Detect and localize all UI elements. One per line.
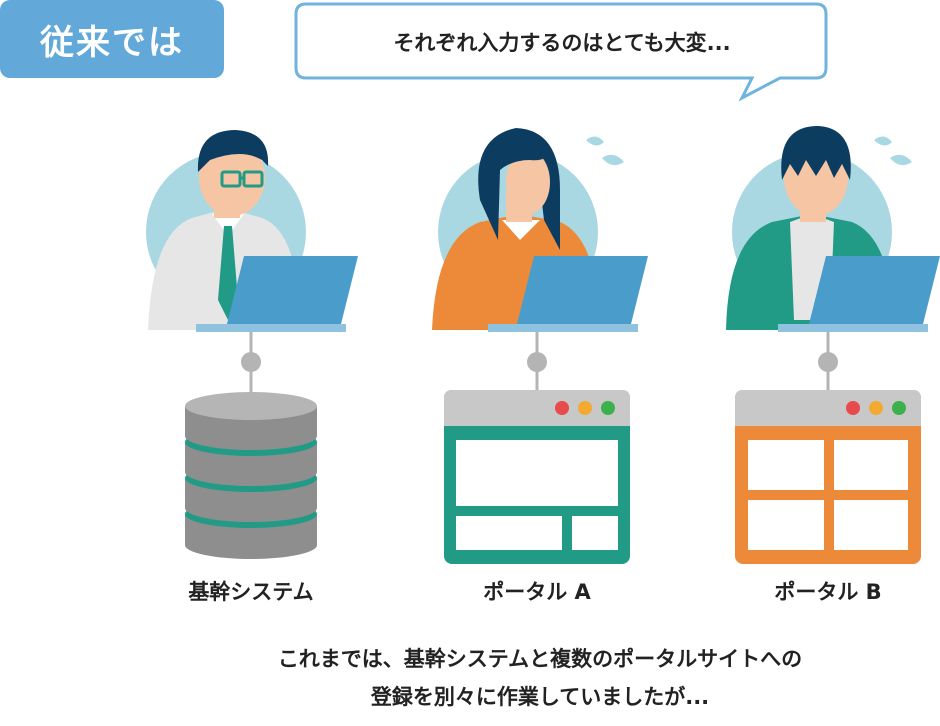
laptop-2 [488, 256, 648, 332]
portal-b-window [735, 390, 921, 564]
speech-bubble-text: それぞれ入力するのはとても大変... [393, 31, 731, 55]
label-core-system: 基幹システム [188, 580, 314, 604]
speech-bubble [294, 2, 828, 102]
person-3-man [726, 126, 894, 330]
caption: これまでは、基幹システムと複数のポータルサイトへの 登録を別々に作業していました… [160, 640, 920, 716]
connector-1 [241, 332, 261, 392]
tag-label: 従来では [0, 0, 224, 78]
label-portal-a: ポータル A [483, 580, 591, 604]
connector-3 [818, 332, 838, 392]
laptop-1 [196, 256, 358, 332]
connector-2 [527, 332, 547, 392]
caption-line-2: 登録を別々に作業していましたが... [370, 685, 710, 709]
laptop-3 [778, 256, 940, 332]
sweat-drops-3 [874, 136, 912, 166]
server-icon [185, 392, 317, 559]
label-portal-b: ポータル B [774, 580, 882, 604]
caption-line-1: これまでは、基幹システムと複数のポータルサイトへの [277, 647, 803, 671]
portal-a-window [444, 390, 630, 564]
sweat-drops-2 [586, 136, 624, 166]
